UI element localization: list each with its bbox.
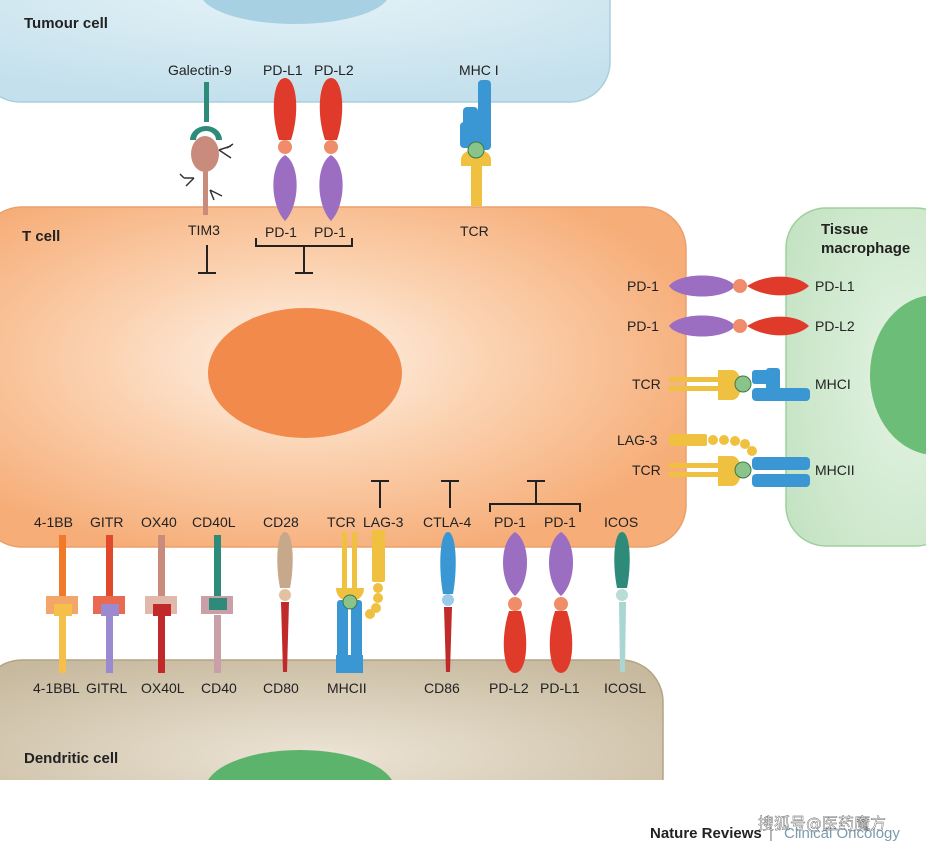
- top-mhc1-tcr-pair: [460, 80, 491, 206]
- journal-section: Clinical Oncology: [784, 825, 900, 842]
- macrophage-label-line1: Tissue: [821, 221, 868, 238]
- pair-gitr-gitrl: [93, 535, 125, 673]
- top-pdl1-pd1-pair: [273, 78, 297, 221]
- mhc1-label: MHC I: [459, 62, 499, 78]
- macrophage-label-line2: macrophage: [821, 240, 910, 257]
- pair-tcr-mhcii: [336, 532, 364, 673]
- top-tcr-label: TCR: [460, 223, 489, 239]
- ligand-label-pdl1: PD-L1: [540, 680, 580, 696]
- t-cell-label: T cell: [22, 228, 60, 245]
- ligand-label-cd86: CD86: [424, 680, 460, 696]
- journal-name: Nature Reviews: [650, 825, 762, 842]
- ligand-label-gitrl: GITRL: [86, 680, 127, 696]
- tissue-macrophage-cell: [785, 207, 926, 547]
- ligand-label-mhcii: MHCII: [327, 680, 367, 696]
- galectin9-tim3-pair: [179, 82, 234, 274]
- watermark-text: 搜狐号@医药魔方: [758, 814, 886, 833]
- ligand-label-cd80: CD80: [263, 680, 299, 696]
- receptor-label-tcr: TCR: [327, 514, 356, 530]
- credit-separator: |: [769, 825, 773, 842]
- right-pd1-pdl2-pair: [669, 315, 809, 337]
- pair-ox40-ox40l: [145, 535, 177, 673]
- top-pdl2-pd1-pair: [319, 78, 343, 221]
- right-pdl2-label: PD-L2: [815, 318, 855, 334]
- right-mhci-label: MHCI: [815, 376, 851, 392]
- receptor-label-cd28: CD28: [263, 514, 299, 530]
- receptor-label-pd1-a: PD-1: [494, 514, 526, 530]
- right-pd1-label-1: PD-1: [627, 278, 659, 294]
- galectin9-label: Galectin-9: [168, 62, 232, 78]
- ligand-label-icosl: ICOSL: [604, 680, 646, 696]
- right-lag3-tcr-mhcii-pair: [669, 434, 810, 487]
- pair-pd1-pdl1: [549, 532, 573, 673]
- bottom-inhibition-marks: [371, 480, 581, 512]
- t-cell-nucleus: [208, 308, 402, 438]
- journal-credit: Nature Reviews | Clinical Oncology 搜狐号@医…: [650, 814, 900, 842]
- pair-cd40l-cd40: [201, 535, 233, 673]
- receptor-label-ox40: OX40: [141, 514, 177, 530]
- receptor-label-41bb: 4-1BB: [34, 514, 73, 530]
- receptor-label-lag3: LAG-3: [363, 514, 404, 530]
- top-pdl1-label: PD-L1: [263, 62, 303, 78]
- right-tcr-label-2: TCR: [632, 462, 661, 478]
- right-mhcii-label: MHCII: [815, 462, 855, 478]
- dendritic-cell-label: Dendritic cell: [24, 750, 118, 767]
- pair-lag3: [365, 530, 385, 619]
- right-pdl1-label: PD-L1: [815, 278, 855, 294]
- top-pd1-inhibition-bracket: [255, 238, 353, 274]
- macrophage-nucleus: [870, 295, 926, 455]
- tim3-label: TIM3: [188, 222, 220, 238]
- ligand-label-cd40: CD40: [201, 680, 237, 696]
- ligand-label-ox40l: OX40L: [141, 680, 185, 696]
- ligand-label-41bbl: 4-1BBL: [33, 680, 80, 696]
- receptor-label-gitr: GITR: [90, 514, 123, 530]
- pair-ctla4-cd86: [440, 532, 456, 672]
- tumour-cell-label: Tumour cell: [24, 15, 108, 32]
- pair-cd28-cd80: [277, 532, 293, 672]
- receptor-label-pd1-b: PD-1: [544, 514, 576, 530]
- dendritic-cell: [0, 659, 680, 842]
- top-pdl2-label: PD-L2: [314, 62, 354, 78]
- top-pd1-label-b: PD-1: [314, 224, 346, 240]
- receptor-label-ctla4: CTLA-4: [423, 514, 471, 530]
- receptor-label-cd40l: CD40L: [192, 514, 236, 530]
- receptor-label-icos: ICOS: [604, 514, 638, 530]
- pair-icos-icosl: [614, 532, 630, 672]
- right-tcr-mhci-pair: [669, 368, 810, 401]
- ligand-label-pdl2: PD-L2: [489, 680, 529, 696]
- right-pd1-pdl1-pair: [669, 275, 809, 297]
- right-pd1-label-2: PD-1: [627, 318, 659, 334]
- right-tcr-label-1: TCR: [632, 376, 661, 392]
- pair-pd1-pdl2: [503, 532, 527, 673]
- top-pd1-label-a: PD-1: [265, 224, 297, 240]
- pair-41bb-41bbl: [46, 535, 78, 673]
- t-cell: [0, 206, 687, 548]
- tumour-nucleus: [203, 0, 387, 24]
- right-lag3-label: LAG-3: [617, 432, 658, 448]
